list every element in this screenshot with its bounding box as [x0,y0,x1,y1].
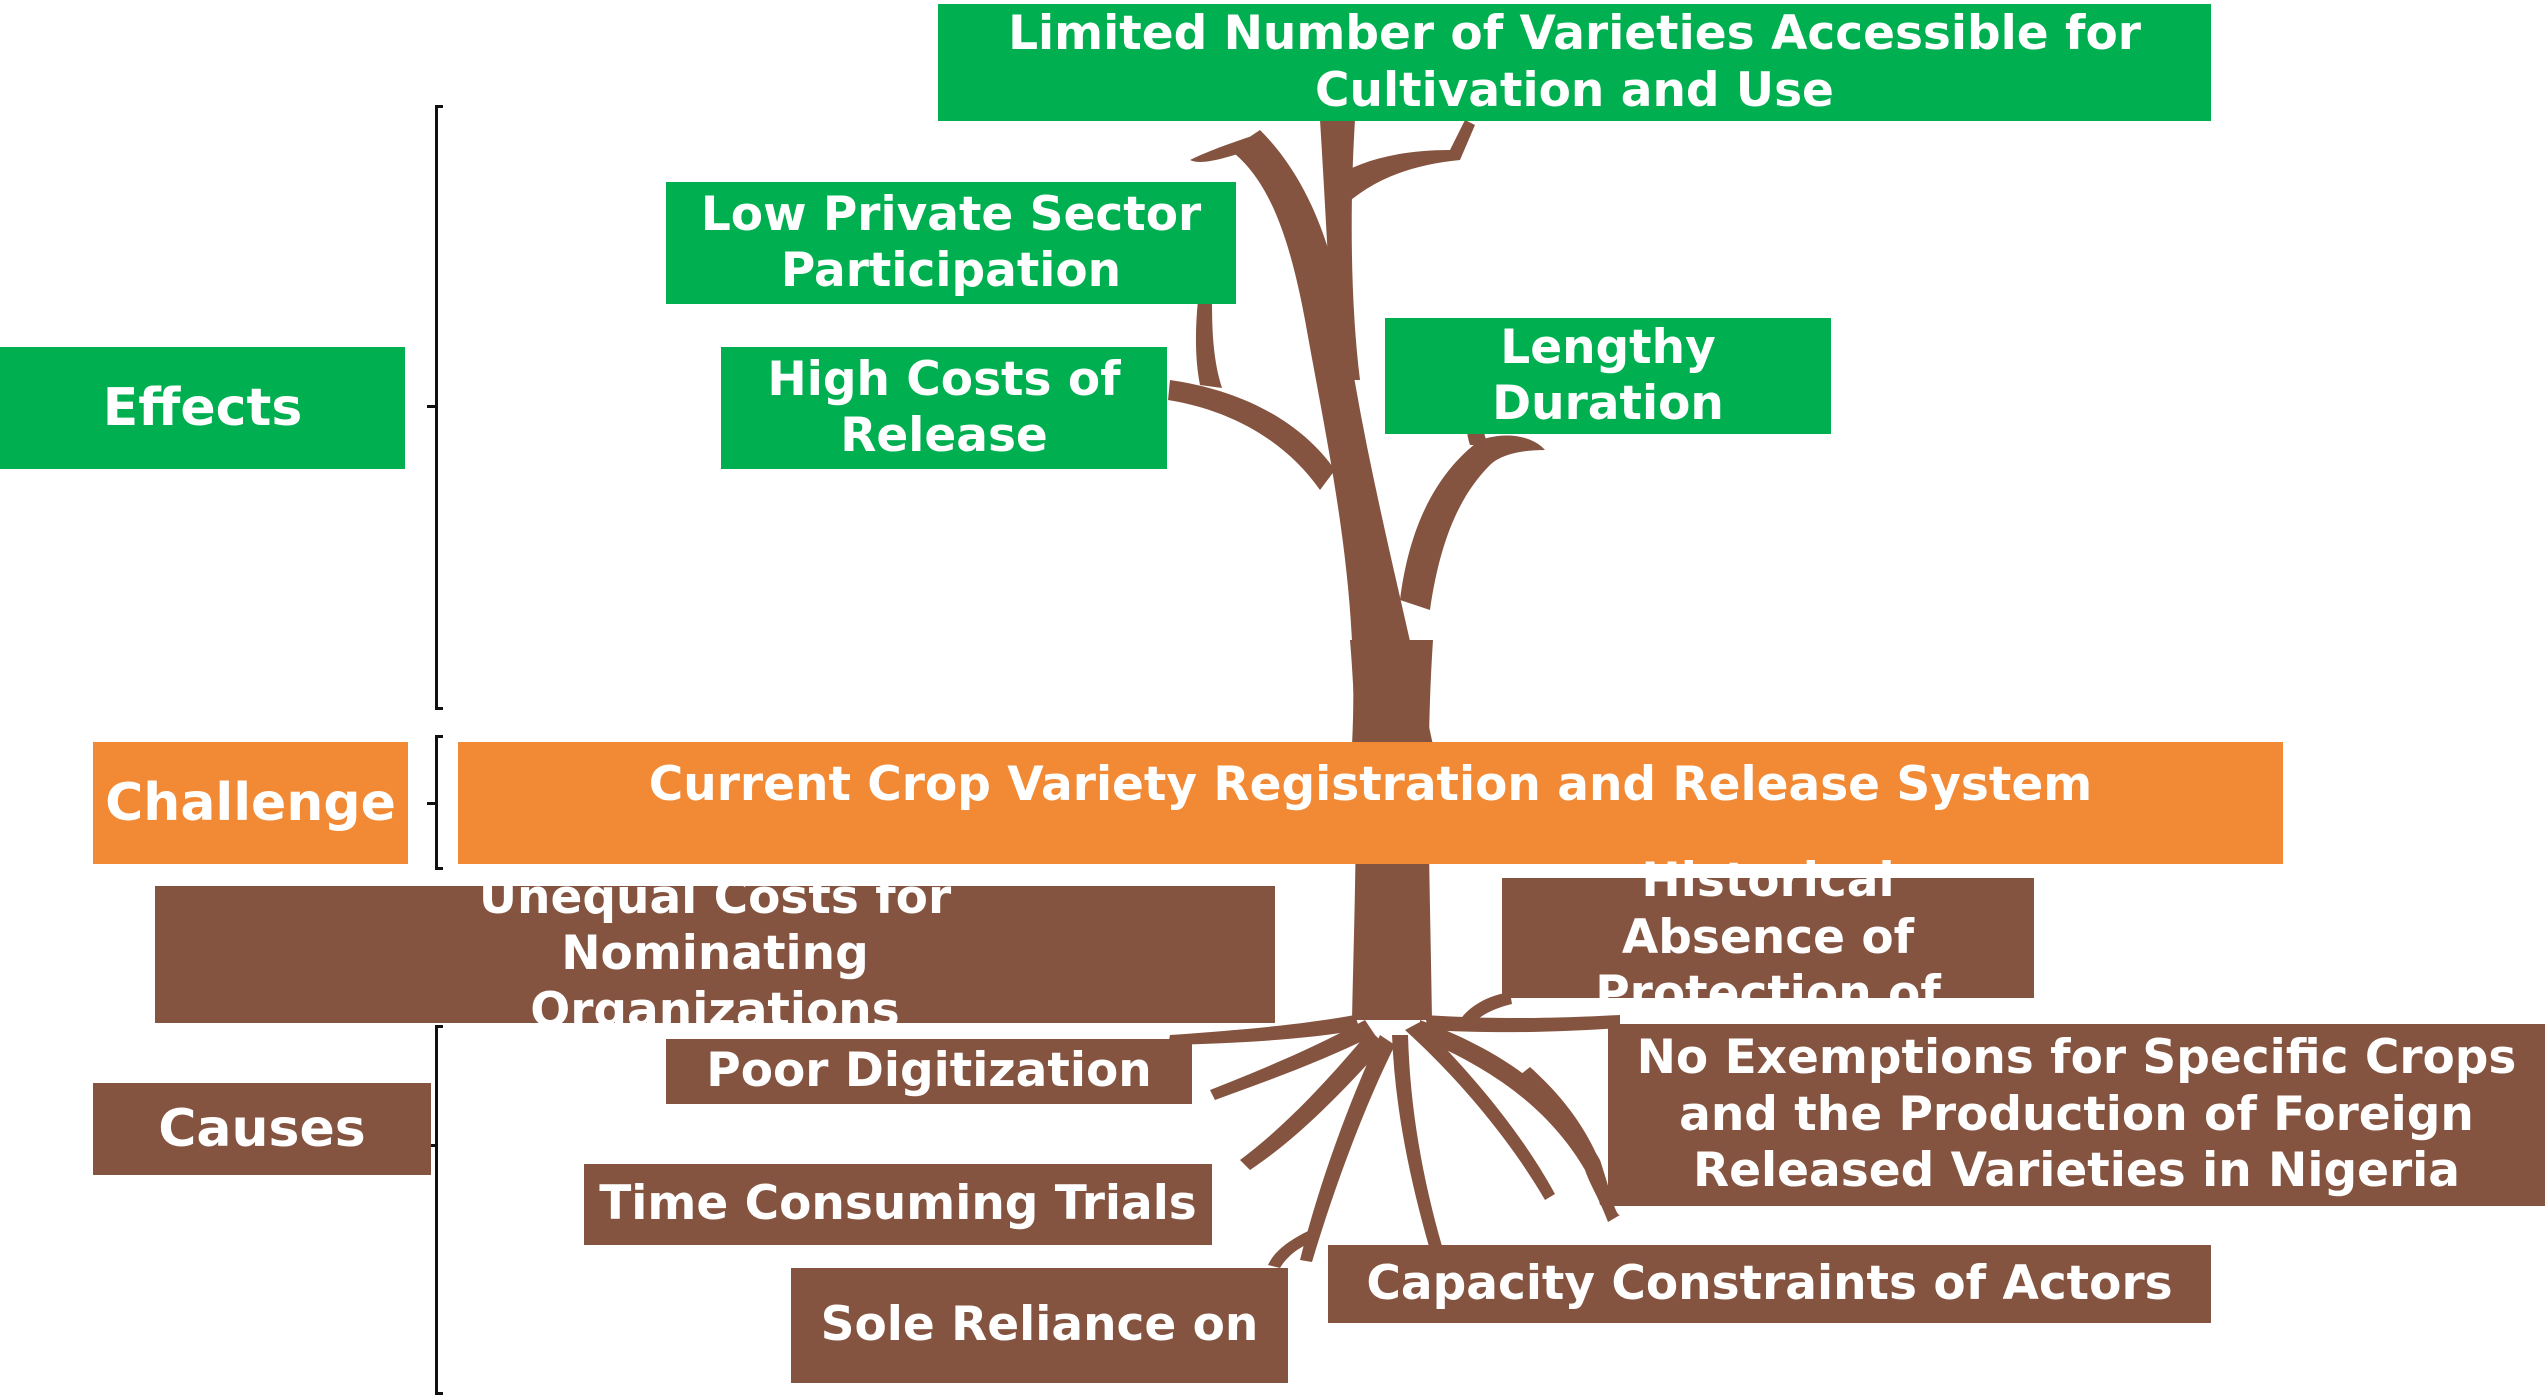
effect-lengthy-duration-text: Lengthy Duration [1492,319,1724,431]
root-right-lower [1520,1067,1612,1205]
cause-unequal-costs-text: Unequal Costs for Nominating Organizatio… [478,869,952,1038]
challenge-section-label: Challenge [93,742,408,864]
cause-no-exemptions-text: No Exemptions for Specific Crops and the… [1636,1030,2517,1199]
effects-section-label: Effects [0,347,405,469]
challenge-bracket-tick [427,802,435,805]
effect-lengthy-duration: Lengthy Duration [1385,318,1831,434]
cause-capacity-constraints: Capacity Constraints of Actors [1328,1245,2211,1323]
tree-top-right-branch [1330,120,1475,210]
challenge-main-text: Current Crop Variety Registration and Re… [648,757,2093,813]
root-right-hook [1460,992,1512,1025]
challenge-main: Current Crop Variety Registration and Re… [458,742,2283,864]
cause-historical-absence-text: Historical Absence of Protection of [1595,853,1941,1022]
tree-right-branch [1400,435,1545,610]
effects-section-text: Effects [102,377,303,438]
root-right-mid [1405,1022,1555,1200]
challenge-bracket [435,735,443,870]
effect-limited-varieties: Limited Number of Varieties Accessible f… [938,4,2211,121]
effect-limited-varieties-text: Limited Number of Varieties Accessible f… [1008,6,2141,118]
cause-unequal-costs: Unequal Costs for Nominating Organizatio… [155,870,1275,1038]
cause-no-exemptions: No Exemptions for Specific Crops and the… [1608,1024,2545,1206]
tree-top-left-twig [1190,135,1255,162]
effect-low-private-sector-text: Low Private Sector Participation [700,186,1202,298]
causes-bracket [435,1025,443,1395]
cause-time-consuming-trials-text: Time Consuming Trials [599,1176,1197,1232]
cause-poor-digitization: Poor Digitization [666,1039,1192,1104]
cause-sole-reliance-text: Sole Reliance on [820,1297,1259,1353]
effect-high-costs: High Costs of Release [721,347,1167,469]
root-left-long [1168,1015,1360,1045]
root-left-deep [1300,1035,1395,1262]
cause-sole-reliance: Sole Reliance on [791,1268,1288,1383]
root-left-deep-fork [1268,1230,1318,1268]
root-right-long [1420,1020,1620,1222]
effect-low-private-sector: Low Private Sector Participation [666,182,1236,304]
tree-upper-trunk [1230,130,1433,745]
tree-left-branch [1168,380,1335,490]
effects-bracket-tick [427,405,435,408]
causes-bracket-tick [427,1144,435,1147]
causes-section-label: Causes [93,1083,431,1175]
effects-bracket [435,105,443,710]
effect-high-costs-text: High Costs of Release [767,351,1121,463]
tree-left-twig [1195,300,1222,388]
causes-section-text: Causes [158,1098,366,1159]
root-left-down [1240,1030,1385,1170]
challenge-section-text: Challenge [105,772,396,833]
cause-time-consuming-trials: Time Consuming Trials [584,1164,1212,1245]
root-left-mid [1210,1020,1375,1100]
cause-poor-digitization-text: Poor Digitization [706,1043,1152,1099]
cause-historical-absence: Historical Absence of Protection of [1502,853,2034,1021]
cause-capacity-constraints-text: Capacity Constraints of Actors [1366,1255,2173,1311]
root-center [1392,1035,1442,1250]
